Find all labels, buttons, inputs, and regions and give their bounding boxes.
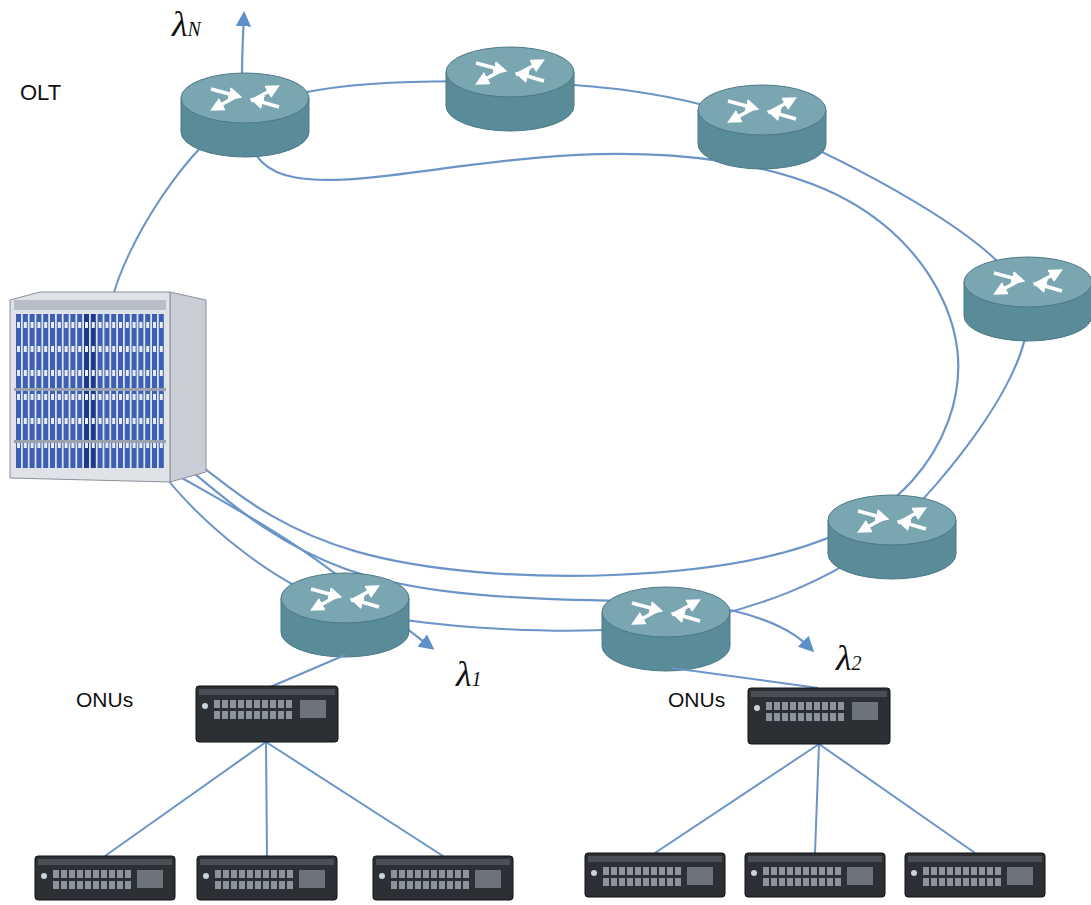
access-wire [815, 744, 819, 853]
onu-switch [748, 688, 890, 744]
wavelength-path [200, 14, 958, 576]
onu-switch [585, 853, 725, 897]
onu-switch [905, 853, 1045, 897]
access-wire [266, 742, 443, 856]
router-symbol [446, 47, 574, 131]
router-symbol [828, 495, 956, 579]
node-label: ONUs [76, 688, 133, 712]
onu-node: ONUs [662, 680, 892, 750]
router-symbol [602, 587, 730, 671]
router-symbol [698, 85, 826, 169]
onu-node: ONUs [70, 680, 340, 748]
access-wire [672, 668, 818, 688]
node-label: ONUs [668, 688, 725, 712]
wavelength-label: λ2 [836, 640, 862, 676]
router-symbol [181, 73, 309, 157]
access-wire [266, 742, 267, 856]
olt-chassis [10, 292, 206, 482]
onu-switch [35, 856, 175, 900]
onu-switch [197, 856, 337, 900]
router-symbol [964, 257, 1091, 341]
access-wire [655, 744, 819, 853]
onu-switch [196, 686, 338, 742]
node-label: OLT [20, 80, 61, 106]
wavelength-label: λ1 [456, 656, 482, 692]
fiber-ring [109, 81, 1028, 630]
router-symbol [281, 573, 409, 657]
access-wire [268, 655, 345, 688]
wavelength-label: λN [172, 6, 201, 42]
onu-switch [745, 853, 885, 897]
olt-node: OLT [8, 78, 213, 488]
access-wire [819, 744, 975, 853]
access-wire [105, 742, 266, 856]
onu-switch [373, 856, 513, 900]
